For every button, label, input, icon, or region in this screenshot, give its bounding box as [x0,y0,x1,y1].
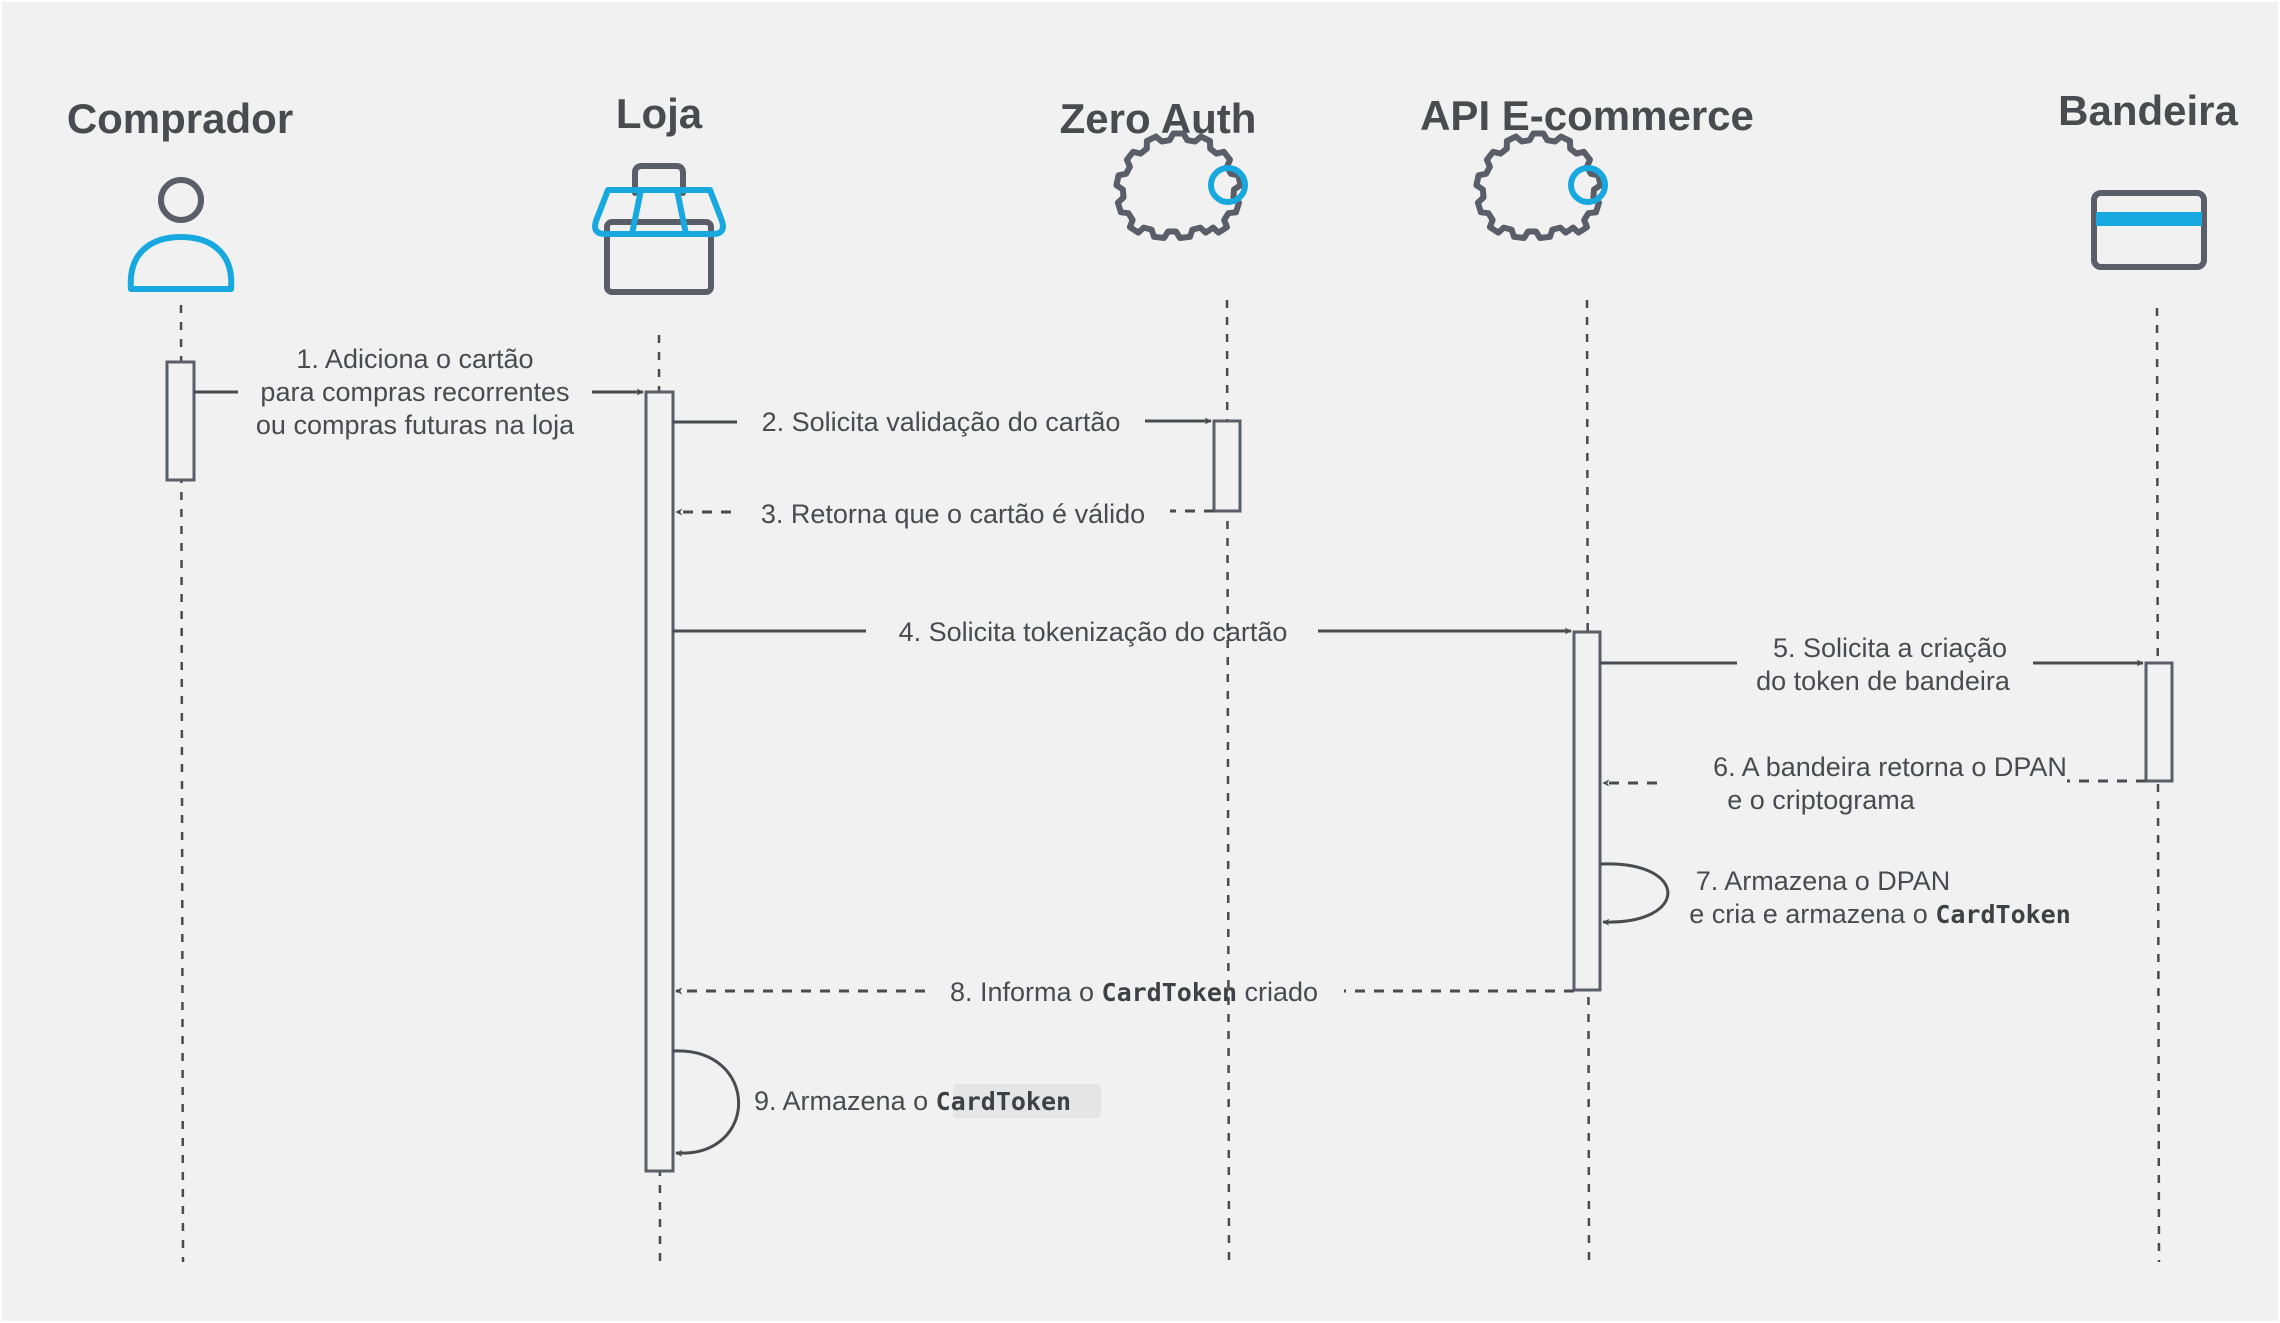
message-5-label: 5. Solicita a criação [1773,633,2007,663]
message-7-label: 7. Armazena o DPAN [1696,866,1951,896]
actor-name-bandeira: Bandeira [2058,87,2238,134]
message-7-arrow [1599,862,1670,926]
message-1-label: 1. Adiciona o cartão [296,344,533,374]
cardtoken-code-background [953,1084,1101,1118]
actor-name-api-ecommerce: API E-commerce [1420,92,1754,139]
message-3-label: 3. Retorna que o cartão é válido [761,499,1145,529]
message-7-label: e cria e armazena o CardToken [1689,899,2071,929]
actor-name-comprador: Comprador [67,95,293,142]
activation-comprador [165,360,196,482]
cardtoken-code: CardToken [1935,900,2070,929]
message-6-label: 6. A bandeira retorna o DPAN [1713,752,2067,782]
gear-center-icon [1208,165,1248,205]
gear-icon [1473,130,1604,241]
gear-center-icon [1568,165,1608,205]
message-5-label: do token de bandeira [1756,666,2011,696]
message-8-label: 8. Informa o CardToken criado [950,977,1318,1007]
cardtoken-code: CardToken [1102,978,1237,1007]
user-icon [127,177,235,292]
lifeline-bandeira [2155,307,2161,1263]
message-2-label: 2. Solicita validação do cartão [762,407,1121,437]
activation-api-ecommerce [1572,630,1602,992]
message-6-label: e o criptograma [1727,785,1916,815]
message-9-label: 9. Armazena o CardToken [754,1086,1071,1116]
gear-icon [1113,130,1244,241]
message-9-arrow [672,1049,740,1157]
cardtoken-code: CardToken [936,1087,1071,1116]
activation-zero-auth [1212,419,1242,513]
message-1-label: para compras recorrentes [260,377,569,407]
activation-bandeira [2144,661,2174,783]
store-icon [592,163,726,295]
message-1-label: ou compras futuras na loja [256,410,575,440]
activation-loja [644,390,675,1173]
message-4-label: 4. Solicita tokenização do cartão [899,617,1288,647]
actor-name-zero-auth: Zero Auth [1060,95,1257,142]
actor-name-loja: Loja [616,90,703,137]
credit-card-icon [2091,190,2207,270]
